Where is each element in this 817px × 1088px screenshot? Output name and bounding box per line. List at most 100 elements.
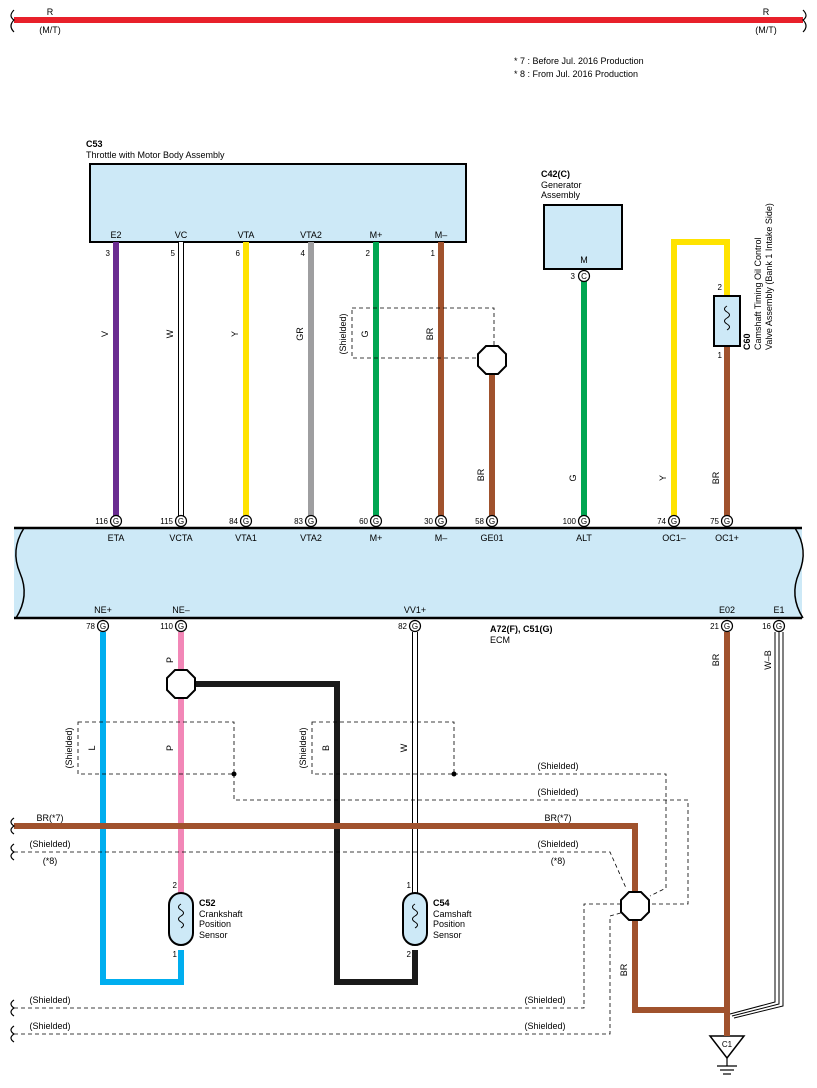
generator-pin-num: 3 xyxy=(571,272,576,281)
top-wire-sub-left: (M/T) xyxy=(39,25,61,35)
shield-label-cam: (Shielded) xyxy=(298,727,308,768)
ecm-pin-g-83: G xyxy=(308,517,314,526)
ecm-pin-g-84: G xyxy=(243,517,249,526)
shield-label-plus8-left: (Shielded) xyxy=(29,839,70,849)
ecm-term-eta: ETA xyxy=(108,533,125,543)
ecm-term-mplus: M+ xyxy=(370,533,383,543)
throttle-body-box xyxy=(89,163,467,243)
wire-label-oc-minus: Y xyxy=(658,475,668,481)
shield-label-bottom-left-1: (Shielded) xyxy=(29,995,70,1005)
c54-l3: Sensor xyxy=(433,930,462,940)
ecm-body xyxy=(14,526,804,620)
wire-label-alt: G xyxy=(568,474,578,481)
generator-term: M xyxy=(580,255,588,265)
note-8: * 8 : From Jul. 2016 Production xyxy=(514,69,638,79)
ecm-pin-num-21: 21 xyxy=(710,622,719,631)
br7-label-right: BR(*7) xyxy=(544,813,571,823)
ecm-pin-g-74: G xyxy=(671,517,677,526)
shield-label-right-2: (Shielded) xyxy=(537,787,578,797)
ecm-pin-g-100: G xyxy=(581,517,587,526)
ecm-pin-g-30: G xyxy=(438,517,444,526)
c54-coil-icon xyxy=(412,903,418,929)
ecm-pin-num-58: 58 xyxy=(475,517,484,526)
ground-icon xyxy=(708,1010,746,1075)
throttle-term-e2: E2 xyxy=(110,230,121,240)
ecm-pin-num-100: 100 xyxy=(563,517,577,526)
wire-label-y: Y xyxy=(230,331,240,337)
note-7: * 7 : Before Jul. 2016 Production xyxy=(514,56,644,66)
ecm-term-e1: E1 xyxy=(773,605,784,615)
ground-id: C1 xyxy=(722,1040,733,1049)
c54-id: C54 xyxy=(433,898,450,908)
ecm-name: ECM xyxy=(490,635,510,645)
throttle-term-mplus: M+ xyxy=(370,230,383,240)
throttle-pin-6: 6 xyxy=(236,249,241,258)
ecm-pin-g-75: G xyxy=(724,517,730,526)
shield-label-plus8-right: (Shielded) xyxy=(537,839,578,849)
wire-oc-minus xyxy=(671,239,730,518)
c54-sensor xyxy=(402,892,428,946)
ocv-id: C60 xyxy=(742,333,752,350)
wire-label-w-vv1: W xyxy=(399,743,409,752)
wire-br7-break xyxy=(10,817,16,835)
c52-l1: Crankshaft xyxy=(199,909,243,919)
ecm-pin-g-58: G xyxy=(489,517,495,526)
throttle-term-vc: VC xyxy=(175,230,188,240)
shield-label-crank: (Shielded) xyxy=(64,727,74,768)
ecm-pin-num-110: 110 xyxy=(160,622,173,631)
ecm-term-vcta: VCTA xyxy=(169,533,192,543)
throttle-pin-5: 5 xyxy=(171,249,176,258)
ecm-pin-num-78: 78 xyxy=(86,622,95,631)
plus8-label-right: (*8) xyxy=(551,856,566,866)
ecm-pin-num-115: 115 xyxy=(160,517,173,526)
ecm-pin-g-116: G xyxy=(113,517,119,526)
ecm-term-mminus: M– xyxy=(435,533,448,543)
ecm-bottom-pins xyxy=(96,619,786,633)
c54-l1: Camshaft xyxy=(433,909,472,919)
plus8-label-left: (*8) xyxy=(43,856,58,866)
generator-name2: Assembly xyxy=(541,190,581,200)
ocv-box xyxy=(713,295,741,347)
splice-ground xyxy=(620,891,650,921)
splice-ne xyxy=(166,669,196,699)
shield-label-bottom-right-2: (Shielded) xyxy=(524,1021,565,1031)
ecm-term-oc1-plus: OC1+ xyxy=(715,533,739,543)
ecm-pin-g-82: G xyxy=(412,622,418,631)
wire-label-l: L xyxy=(87,745,97,750)
ecm-pin-num-74: 74 xyxy=(657,517,666,526)
ecm-pin-g-21: G xyxy=(724,622,730,631)
ecm-term-alt: ALT xyxy=(576,533,592,543)
ocv-name1: Camshaft Timing Oil Control xyxy=(753,237,763,350)
ecm-top-pins xyxy=(109,514,734,528)
shield-cam: (Shielded) xyxy=(298,721,667,897)
shield-crank: (Shielded) xyxy=(64,721,689,905)
shield-label-bottom-right-1: (Shielded) xyxy=(524,995,565,1005)
ecm-term-e02: E02 xyxy=(719,605,735,615)
wire-label-ne-p: P xyxy=(165,657,175,663)
ocv-pin-bottom: 1 xyxy=(718,351,723,360)
br7-label-left: BR(*7) xyxy=(36,813,63,823)
wire-label-b: B xyxy=(321,745,331,751)
throttle-term-vta2: VTA2 xyxy=(300,230,322,240)
wire-ne-plus xyxy=(100,632,184,985)
c52-l3: Sensor xyxy=(199,930,228,940)
throttle-name: Throttle with Motor Body Assembly xyxy=(86,150,225,160)
ecm-pin-g-110: G xyxy=(178,622,184,631)
ecm-pin-num-84: 84 xyxy=(229,517,238,526)
c52-pin-top: 2 xyxy=(173,881,178,890)
ecm-pin-num-116: 116 xyxy=(95,517,108,526)
c54-l2: Position xyxy=(433,919,465,929)
top-red-wire: R (M/T) R (M/T) xyxy=(10,7,807,35)
shield-label-bottom-left-2: (Shielded) xyxy=(29,1021,70,1031)
ecm-pin-num-83: 83 xyxy=(294,517,303,526)
throttle-pin-2: 2 xyxy=(366,249,371,258)
generator-pin-circle xyxy=(577,269,591,283)
top-wire-sub-right: (M/T) xyxy=(755,25,777,35)
ecm-pin-num-60: 60 xyxy=(359,517,368,526)
ocv-coil-icon xyxy=(724,305,730,331)
throttle-pin-4: 4 xyxy=(301,249,306,258)
wire-label-ge01: BR xyxy=(476,468,486,481)
c52-l2: Position xyxy=(199,919,231,929)
ecm-pin-g-60: G xyxy=(373,517,379,526)
